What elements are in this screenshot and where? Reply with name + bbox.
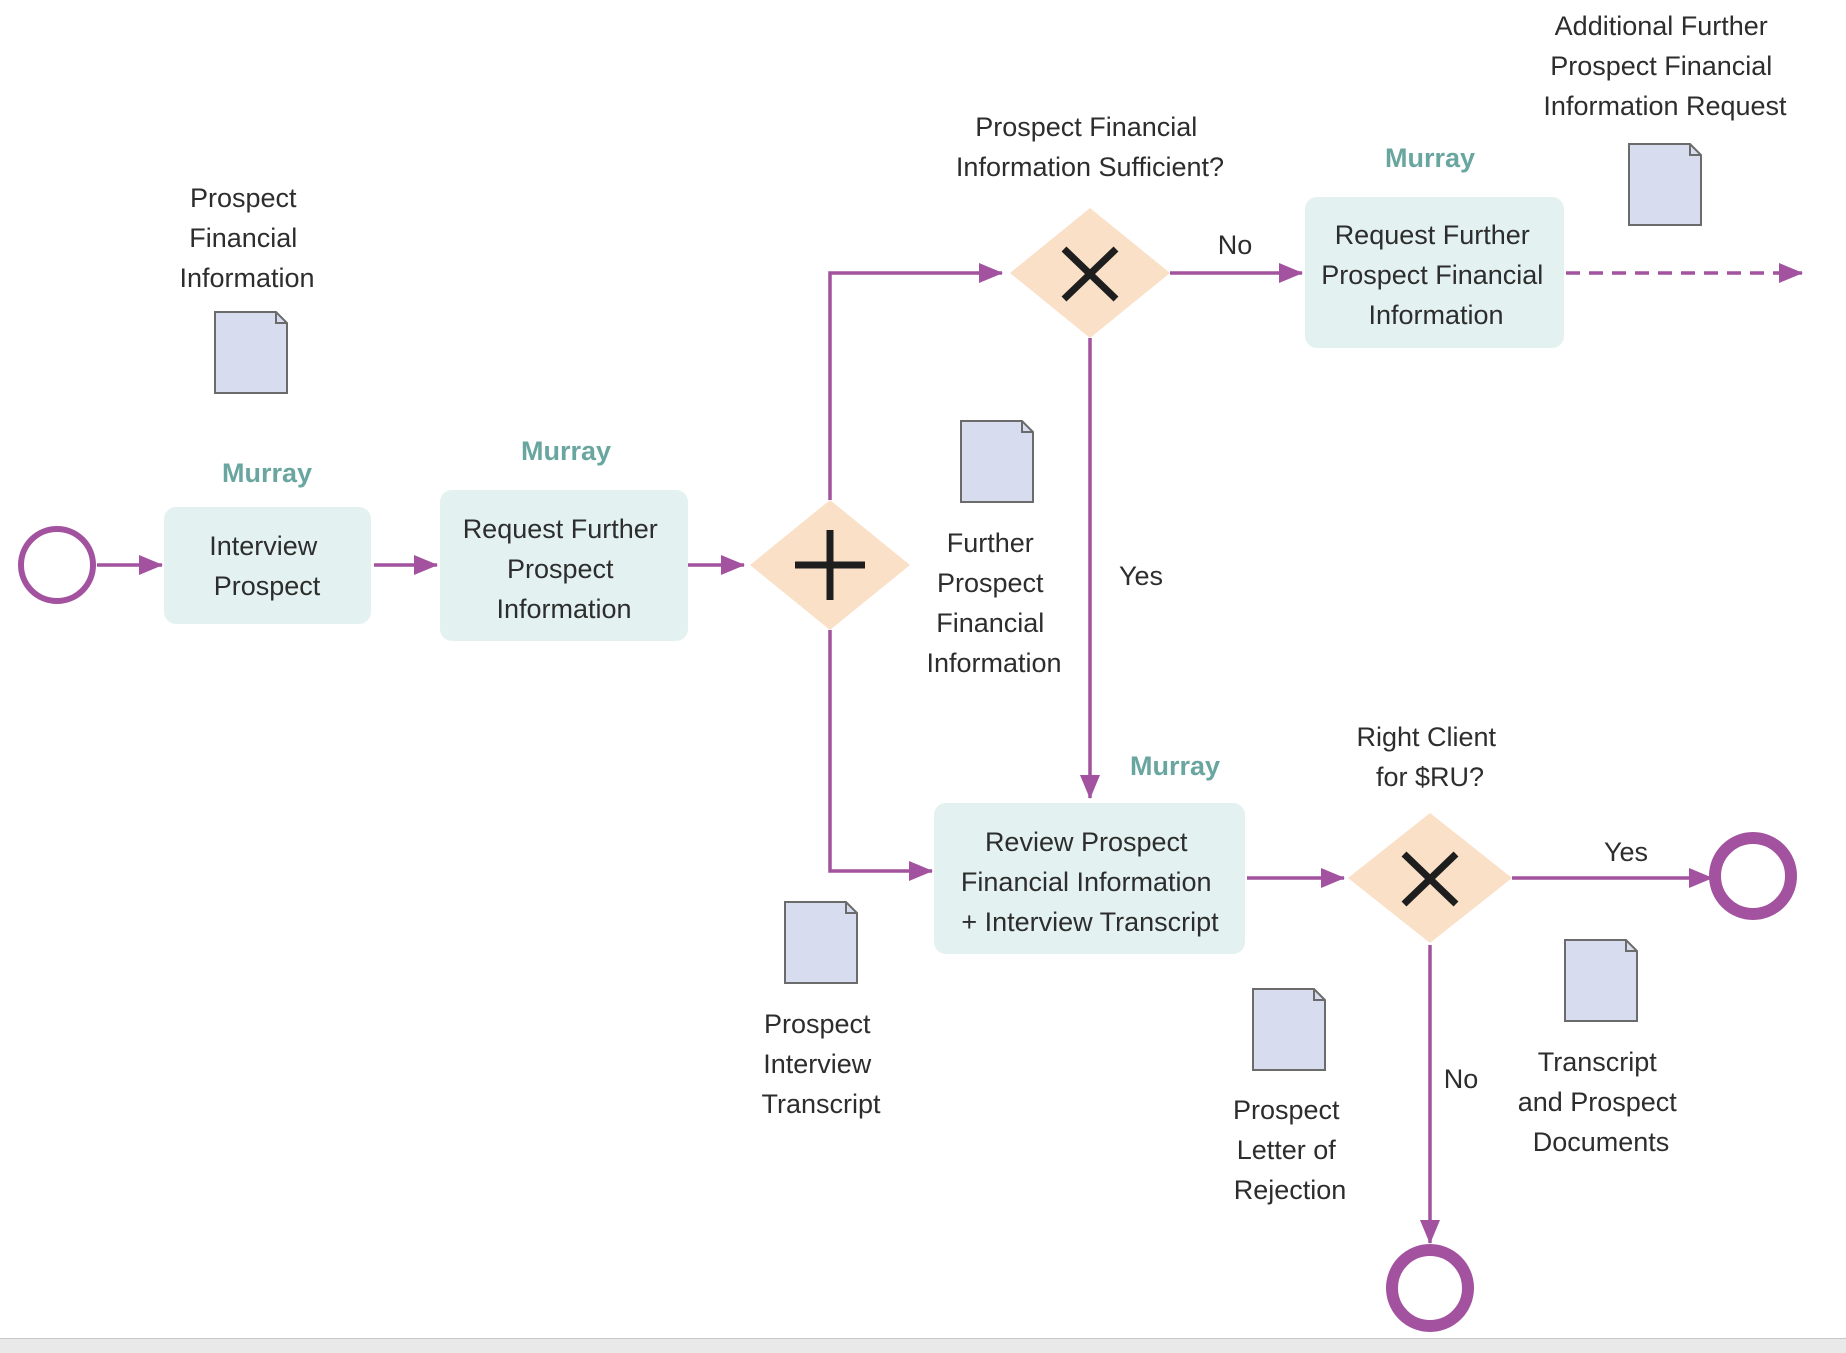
flow-label-sufficient-no: No (1218, 230, 1253, 260)
task-box (164, 507, 371, 624)
document-icon (214, 311, 288, 394)
document-label: Further Prospect Financial Information (926, 528, 1061, 678)
flow-parallel-to-review (828, 630, 933, 881)
task-role: Murray (1130, 751, 1220, 781)
gateway-label: Prospect Financial Information Sufficien… (956, 112, 1224, 182)
x-icon (1061, 246, 1119, 302)
document-icon (1564, 939, 1638, 1022)
task-label: Request Further Prospect Information (463, 514, 666, 624)
end-event-rejected[interactable] (1386, 1244, 1474, 1332)
task-role: Murray (521, 436, 611, 466)
document-label: Additional Further Prospect Financial In… (1543, 11, 1787, 121)
plus-icon (795, 530, 865, 600)
task-label: Interview Prospect (209, 531, 325, 601)
flow-label-sufficient-yes: Yes (1119, 561, 1163, 591)
task-label: Review Prospect Financial Information + … (961, 827, 1219, 937)
task-box (1305, 197, 1564, 348)
document-prospect-financial-information[interactable]: Prospect Financial Information (179, 183, 315, 394)
x-icon (1401, 851, 1459, 907)
task-interview-prospect[interactable]: Murray Interview Prospect (164, 458, 371, 624)
end-event-accepted[interactable] (1709, 832, 1797, 920)
document-prospect-interview-transcript[interactable]: Prospect Interview Transcript (761, 901, 881, 1119)
window-bottom-edge (0, 1338, 1846, 1353)
document-fold (1021, 421, 1033, 433)
flow-label-client-no: No (1444, 1064, 1479, 1094)
document-fold (275, 312, 287, 324)
document-transcript-and-prospect-documents[interactable]: Transcript and Prospect Documents (1518, 939, 1685, 1157)
task-role: Murray (1385, 143, 1475, 173)
gateway-right-client[interactable]: Right Client for $RU? (1348, 722, 1512, 943)
document-label: Prospect Financial Information (179, 183, 314, 293)
document-further-prospect-financial-information[interactable]: Further Prospect Financial Information (926, 420, 1062, 678)
task-request-further-prospect-information[interactable]: Murray Request Further Prospect Informat… (440, 436, 688, 641)
gateway-financial-information-sufficient[interactable]: Prospect Financial Information Sufficien… (956, 112, 1224, 338)
sequence-flows (97, 263, 1803, 1244)
document-label: Prospect Interview Transcript (761, 1009, 881, 1119)
flow-parallel-to-sufficient (828, 263, 1003, 500)
document-icon (1252, 988, 1326, 1071)
document-icon (1628, 143, 1702, 226)
document-icon (784, 901, 858, 984)
document-label: Transcript and Prospect Documents (1518, 1047, 1685, 1157)
document-icon (960, 420, 1034, 503)
task-review-prospect-financial-information[interactable]: Murray Review Prospect Financial Informa… (934, 751, 1245, 954)
flow-label-client-yes: Yes (1604, 837, 1648, 867)
task-role: Murray (222, 458, 312, 488)
task-box (934, 803, 1245, 954)
task-request-further-prospect-financial-information[interactable]: Murray Request Further Prospect Financia… (1305, 143, 1564, 348)
gateway-label: Right Client for $RU? (1356, 722, 1503, 792)
task-box (440, 490, 688, 641)
document-label: Prospect Letter of Rejection (1233, 1095, 1347, 1205)
document-prospect-letter-of-rejection[interactable]: Prospect Letter of Rejection (1233, 988, 1347, 1205)
document-fold (1313, 989, 1325, 1001)
parallel-gateway[interactable] (750, 500, 910, 630)
document-fold (1689, 144, 1701, 156)
document-fold (1625, 940, 1637, 952)
task-label: Request Further Prospect Financial Infor… (1321, 220, 1551, 330)
document-fold (845, 902, 857, 914)
start-event[interactable] (18, 526, 96, 604)
document-additional-further-prospect-financial-information-request[interactable]: Additional Further Prospect Financial In… (1543, 11, 1787, 226)
